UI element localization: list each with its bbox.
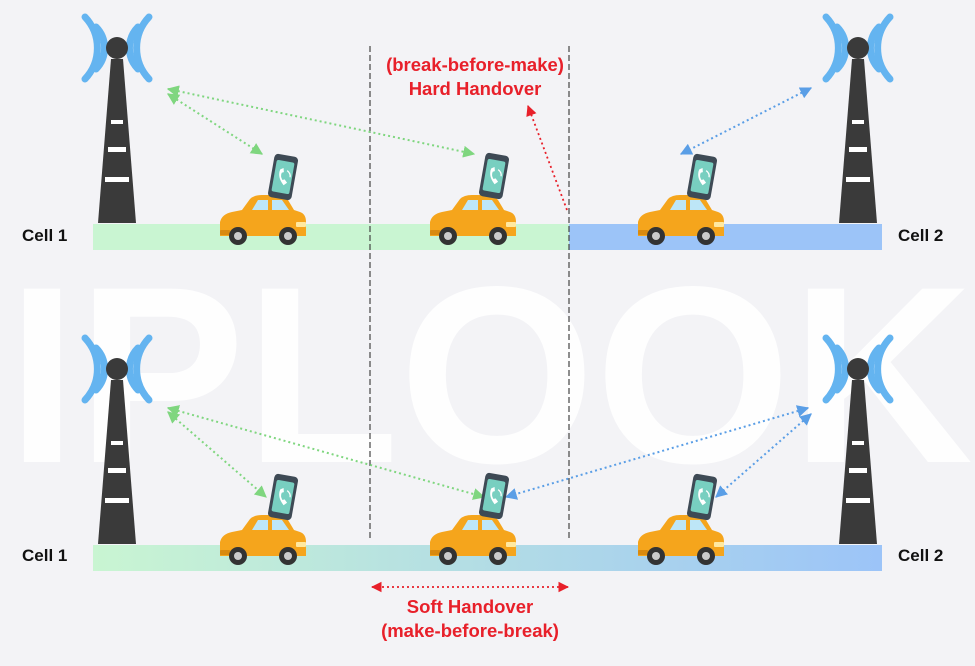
phone-call-icon xyxy=(685,152,719,202)
cell-tower-icon xyxy=(826,17,890,223)
soft-handover-title: Soft Handover (make-before-break) xyxy=(360,595,580,643)
soft-handover-heading: Soft Handover xyxy=(406,596,534,617)
cell-1-label: Cell 1 xyxy=(22,226,68,245)
soft-handover-subtitle: (make-before-break) xyxy=(381,620,559,641)
hard-handover-subtitle: (break-before-make) xyxy=(386,54,564,75)
signal-arrow-cell1 xyxy=(166,93,264,155)
hard-handover-pointer xyxy=(526,104,568,211)
hard-handover-title: (break-before-make) Hard Handover xyxy=(360,53,590,101)
hard-road-cell2 xyxy=(569,224,882,250)
signal-arrow-cell1 xyxy=(166,85,476,158)
cell-2-label: Cell 2 xyxy=(898,226,944,245)
phone-call-icon xyxy=(266,152,300,202)
cell-tower-icon xyxy=(85,17,149,223)
cell-2-label: Cell 2 xyxy=(898,546,944,565)
cell-1-label: Cell 1 xyxy=(22,546,68,565)
phone-call-icon xyxy=(477,151,511,201)
signal-arrow-cell2 xyxy=(715,413,812,498)
signal-arrow-cell2 xyxy=(679,87,813,155)
hard-handover-heading: Hard Handover xyxy=(408,78,542,99)
